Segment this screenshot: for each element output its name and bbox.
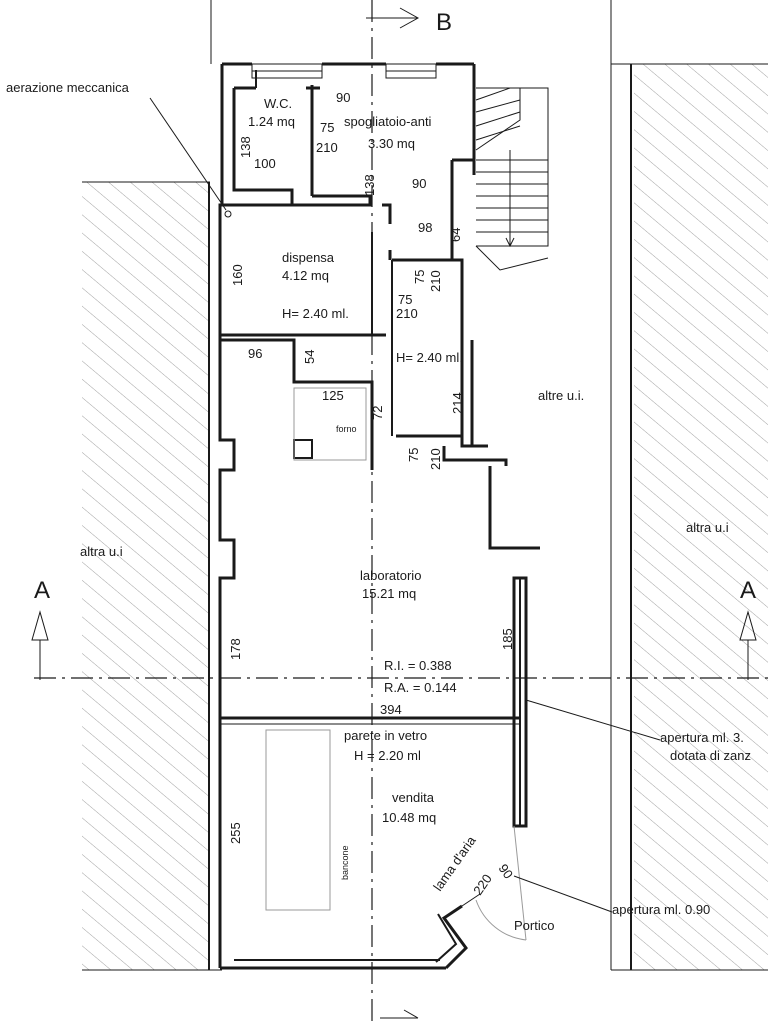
walls	[218, 62, 540, 970]
forno-outline	[293, 387, 367, 461]
dim-160: 160	[230, 264, 245, 286]
svg-text:A: A	[34, 577, 50, 604]
spogliatoio-name: spogliatoio-anti	[344, 114, 432, 129]
windows-top	[251, 63, 437, 79]
dim-75-c: 75	[406, 448, 421, 462]
altre-ui-label: altre u.i.	[538, 388, 584, 403]
spogliatoio-area: 3.30 mq	[368, 136, 415, 151]
dim-98: 98	[418, 220, 432, 235]
parete-height: H = 2.20 ml	[354, 748, 421, 763]
dim-75-b: 75	[398, 292, 412, 307]
dispensa-height: H= 2.40 ml.	[282, 306, 349, 321]
ra-value: R.A. = 0.144	[384, 680, 457, 695]
aerazione-label: aerazione meccanica	[6, 80, 130, 95]
wc-area: 1.24 mq	[248, 114, 295, 129]
parete-name: parete in vetro	[344, 728, 427, 743]
dim-138-wc: 138	[238, 136, 253, 158]
dim-185: 185	[500, 628, 515, 650]
hatch-right	[634, 64, 768, 970]
dim-210-a: 210	[428, 270, 443, 292]
dim-100: 100	[254, 156, 276, 171]
wc-name: W.C.	[264, 96, 292, 111]
dim-75-wc: 75	[320, 120, 334, 135]
dim-54: 54	[302, 350, 317, 364]
section-marker-left: A	[31, 577, 50, 680]
dim-90-mid: 90	[412, 176, 426, 191]
vendita-area: 10.48 mq	[382, 810, 436, 825]
apertura-2: apertura ml. 0.90	[612, 902, 710, 917]
section-axes	[34, 0, 768, 1024]
dim-210-wc: 210	[316, 140, 338, 155]
dim-90-door: 90	[496, 861, 517, 881]
laboratorio-name: laboratorio	[360, 568, 421, 583]
ri-value: R.I. = 0.388	[384, 658, 452, 673]
neighbour-walls	[82, 0, 768, 971]
apertura-1-line1: apertura ml. 3.	[660, 730, 744, 745]
dim-90-top: 90	[336, 90, 350, 105]
leader-lines	[149, 97, 661, 913]
door-swing	[475, 899, 527, 941]
svg-text:B: B	[436, 9, 452, 36]
forno-label: forno	[336, 424, 357, 434]
altra-ui-left-label: altra u.i	[80, 544, 123, 559]
section-marker-top: B	[366, 7, 452, 1019]
dim-214: 214	[450, 392, 465, 414]
dim-255: 255	[228, 822, 243, 844]
dispensa-area: 4.12 mq	[282, 268, 329, 283]
bancone-label: bancone	[340, 845, 350, 880]
dim-220: 220	[470, 871, 495, 897]
bancone-outline	[265, 729, 331, 911]
dispensa-name: dispensa	[282, 250, 335, 265]
section-marker-right: A	[739, 577, 757, 680]
svg-text:A: A	[740, 577, 756, 604]
dim-210-c: 210	[428, 448, 443, 470]
dim-138-mid: 138	[362, 174, 377, 196]
apertura-1-line2: dotata di zanz	[670, 748, 751, 763]
forno-block	[293, 439, 313, 459]
dim-210-b: 210	[396, 306, 418, 321]
portico-label: Portico	[514, 918, 554, 933]
laboratorio-area: 15.21 mq	[362, 586, 416, 601]
dim-96: 96	[248, 346, 262, 361]
dim-72: 72	[370, 406, 385, 420]
dim-64: 64	[448, 228, 463, 242]
dim-125: 125	[322, 388, 344, 403]
dim-178: 178	[228, 638, 243, 660]
vendita-name: vendita	[392, 790, 435, 805]
altra-ui-right-label: altra u.i	[686, 520, 729, 535]
lama-aria-label: lama d'aria	[430, 833, 479, 894]
corridor-height: H= 2.40 ml.	[396, 350, 463, 365]
staircase	[475, 87, 549, 271]
dim-75-a: 75	[412, 270, 427, 284]
hatch-left	[82, 182, 208, 970]
dim-394: 394	[380, 702, 402, 717]
